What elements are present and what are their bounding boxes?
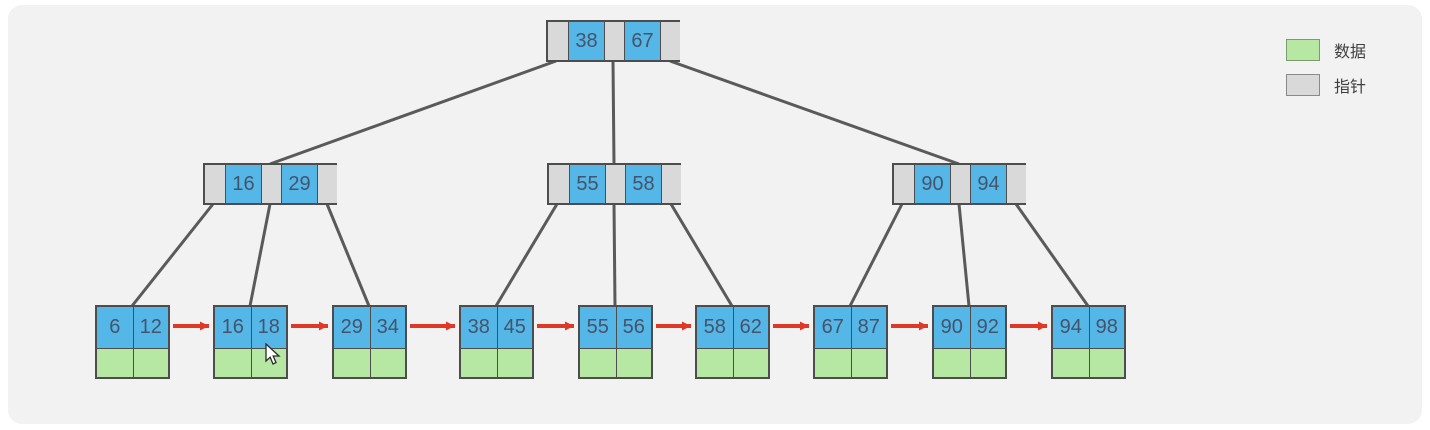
pointer-cell (317, 165, 337, 203)
tree-edge (612, 203, 617, 307)
key-cell: 94 (1053, 307, 1089, 348)
pointer-cell (261, 165, 281, 203)
data-cell (850, 349, 886, 377)
data-cell (132, 349, 168, 377)
tree-edge (248, 203, 272, 307)
pointer-cell (950, 165, 970, 203)
tree-edge (669, 59, 960, 166)
legend-label: 指针 (1334, 79, 1367, 96)
key-cell: 67 (624, 22, 660, 60)
data-cell (580, 349, 616, 377)
data-cell (969, 349, 1005, 377)
data-cell (1053, 349, 1089, 377)
key-cell: 29 (281, 165, 317, 203)
data-cell (815, 349, 851, 377)
leaf-node-3: 29 34 (332, 305, 407, 379)
data-cell (97, 349, 133, 377)
mouse-cursor (265, 343, 281, 365)
data-cell (615, 349, 651, 377)
pointer-swatch (1286, 74, 1320, 96)
pointer-cell (1006, 165, 1026, 203)
key-cell: 38 (568, 22, 604, 60)
legend-label: 数据 (1334, 44, 1367, 61)
tree-edge (494, 203, 559, 307)
key-cell: 16 (215, 307, 251, 348)
data-cell (334, 349, 370, 377)
leaf-node-5: 55 56 (578, 305, 653, 379)
pointer-cell (894, 165, 914, 203)
leaf-node-9: 94 98 (1051, 305, 1126, 379)
key-cell: 16 (225, 165, 261, 203)
key-cell: 92 (969, 307, 1005, 348)
pointer-cell (604, 22, 624, 60)
root-node: 38 67 (546, 20, 680, 62)
key-cell: 98 (1088, 307, 1124, 348)
legend-item-pointer: 指针 (1286, 73, 1366, 97)
key-cell: 38 (461, 307, 497, 348)
key-cell: 67 (815, 307, 851, 348)
key-cell: 34 (369, 307, 405, 348)
pointer-cell (549, 165, 569, 203)
pointer-cell (548, 22, 568, 60)
pointer-cell (660, 22, 680, 60)
key-cell: 90 (934, 307, 970, 348)
key-cell: 62 (732, 307, 768, 348)
data-cell (934, 349, 970, 377)
data-cell (496, 349, 532, 377)
key-cell: 58 (697, 307, 733, 348)
key-cell: 6 (97, 307, 133, 348)
leaf-node-4: 38 45 (459, 305, 534, 379)
key-cell: 29 (334, 307, 370, 348)
tree-edge (325, 203, 371, 307)
leaf-node-7: 67 87 (813, 305, 888, 379)
key-cell: 58 (625, 165, 661, 203)
legend-item-data: 数据 (1286, 38, 1366, 62)
internal-node-1: 16 29 (203, 163, 337, 205)
key-cell: 12 (132, 307, 168, 348)
leaf-node-6: 58 62 (695, 305, 770, 379)
leaf-node-8: 90 92 (932, 305, 1007, 379)
leaf-node-1: 6 12 (95, 305, 170, 379)
pointer-cell (205, 165, 225, 203)
key-cell: 55 (569, 165, 605, 203)
key-cell: 45 (496, 307, 532, 348)
tree-edge (1014, 203, 1090, 307)
legend: 数据 指针 (1286, 38, 1366, 108)
tree-edge (611, 60, 616, 165)
data-cell (215, 349, 251, 377)
internal-node-3: 90 94 (892, 163, 1026, 205)
data-cell (732, 349, 768, 377)
data-cell (1088, 349, 1124, 377)
data-swatch (1286, 39, 1320, 61)
data-cell (697, 349, 733, 377)
key-cell: 55 (580, 307, 616, 348)
key-cell: 94 (970, 165, 1006, 203)
key-cell: 87 (850, 307, 886, 348)
data-cell (461, 349, 497, 377)
key-cell: 56 (615, 307, 651, 348)
internal-node-2: 55 58 (547, 163, 681, 205)
tree-edge (669, 203, 734, 307)
pointer-cell (605, 165, 625, 203)
key-cell: 18 (250, 307, 286, 348)
data-cell (369, 349, 405, 377)
tree-edge (848, 203, 904, 307)
key-cell: 90 (914, 165, 950, 203)
tree-edge (957, 203, 971, 307)
leaf-node-2: 16 18 (213, 305, 288, 379)
pointer-cell (661, 165, 681, 203)
tree-edge (130, 203, 215, 307)
tree-edge (269, 59, 557, 166)
